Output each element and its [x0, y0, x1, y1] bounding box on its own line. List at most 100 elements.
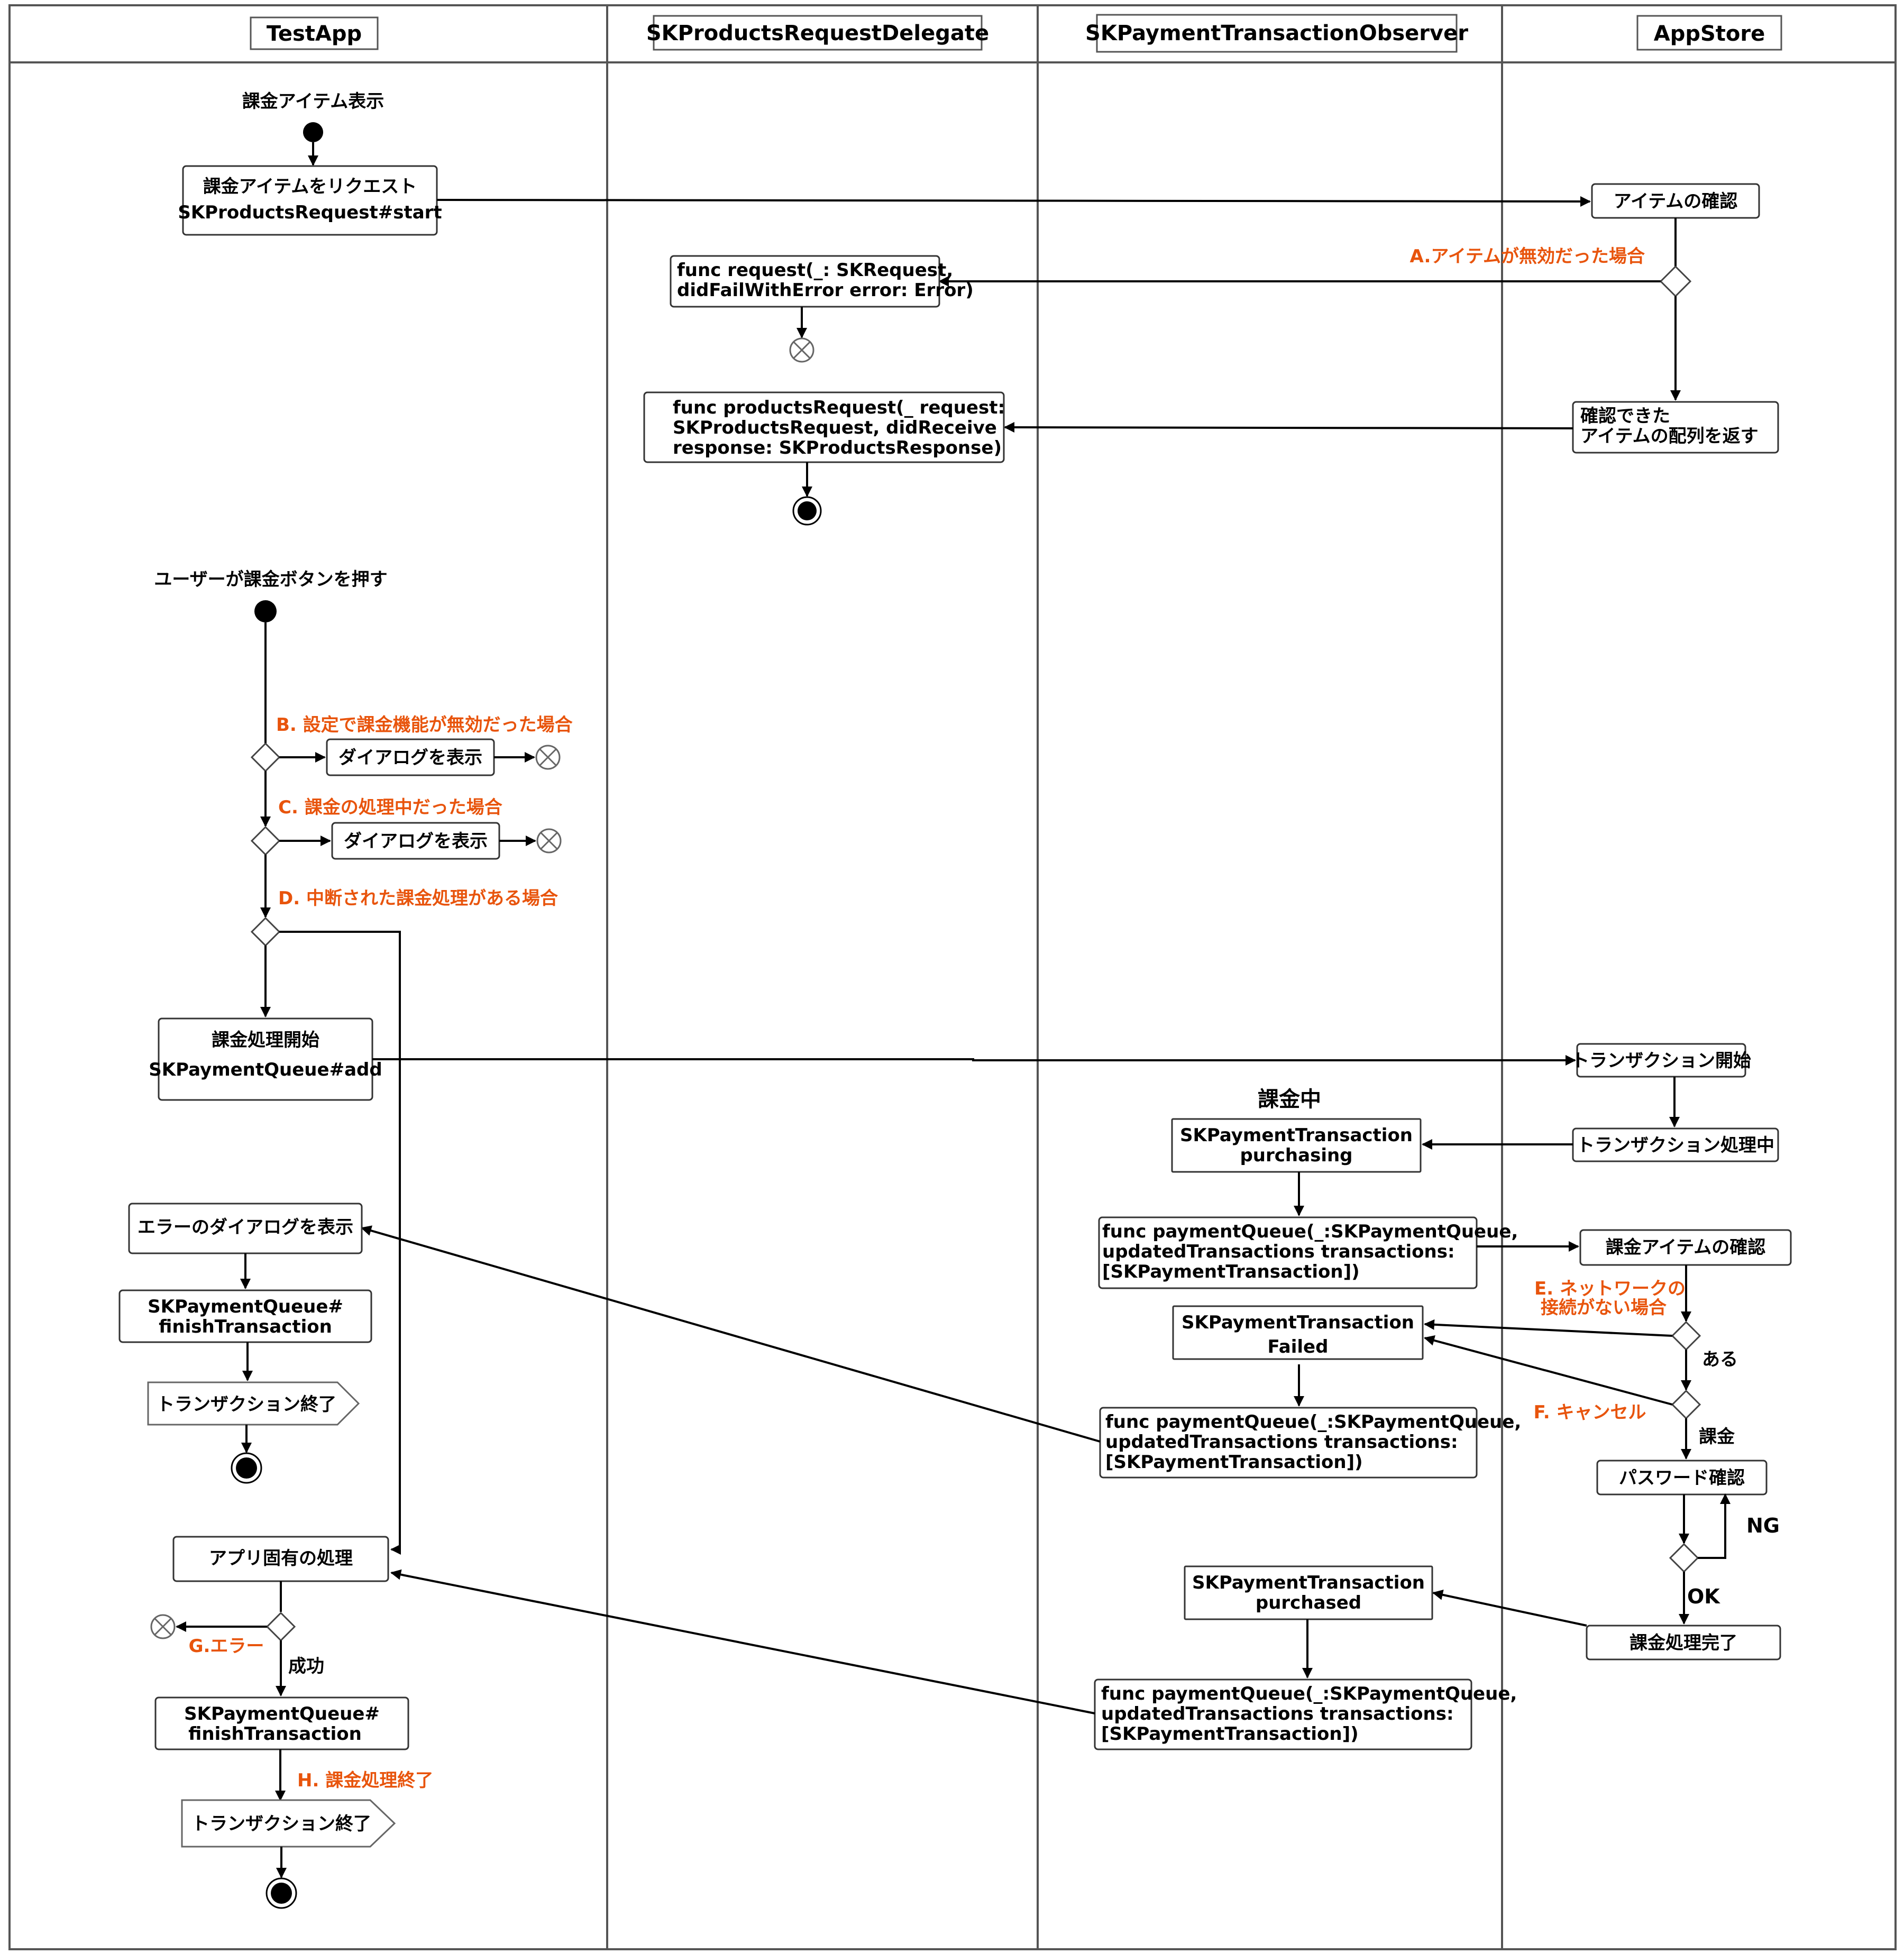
transaction-end-signal-2: トランザクション終了 [181, 1799, 396, 1848]
start1-label: 課金アイテム表示 [242, 91, 385, 112]
transaction-end-2-text: トランザクション終了 [191, 1813, 371, 1834]
finish-2-text-2: finishTransaction [188, 1723, 362, 1745]
products-request-box: func productsRequest(_ request: SKProduc… [643, 391, 1005, 463]
flow-final-node-a [789, 337, 814, 363]
item-check-box: アイテムの確認 [1591, 183, 1760, 219]
lane-header-delegate: SKProductsRequestDelegate [646, 15, 989, 51]
item-check-text: アイテムの確認 [1614, 191, 1738, 212]
request-fail-text-1: func request(_: SKRequest, [677, 260, 953, 281]
payment-start-text-2: SKPaymentQueue#add [149, 1059, 382, 1080]
transaction-start-box: トランザクション開始 [1571, 1043, 1751, 1078]
purchasing-text-1: SKPaymentTransaction [1180, 1125, 1413, 1146]
activity-final-node-3 [266, 1877, 297, 1909]
finish-1-text-1: SKPaymentQueue# [148, 1296, 343, 1317]
password-check-box: パスワード確認 [1596, 1460, 1768, 1496]
request-items-text-2: SKProductsRequest#start [178, 202, 442, 223]
swimlane-frame [8, 4, 1897, 1950]
finish-transaction-box-1: SKPaymentQueue# finishTransaction [118, 1289, 372, 1343]
payment-queue-3-text-2: updatedTransactions transactions: [1101, 1703, 1454, 1724]
request-items-text-1: 課金アイテムをリクエスト [203, 176, 417, 197]
purchasing-box: SKPaymentTransaction purchasing [1171, 1118, 1422, 1173]
dialog-box-1: ダイアログを表示 [326, 738, 495, 776]
flow-final-node-g [150, 1614, 176, 1639]
lane-title-delegate: SKProductsRequestDelegate [646, 21, 989, 45]
payment-complete-text: 課金処理完了 [1630, 1632, 1737, 1654]
failed-text-2: Failed [1268, 1336, 1329, 1357]
purchased-box: SKPaymentTransaction purchased [1184, 1565, 1433, 1620]
request-fail-box: func request(_: SKRequest, didFailWithEr… [670, 255, 974, 308]
payment-queue-box-3: func paymentQueue(_:SKPaymentQueue, upda… [1094, 1678, 1517, 1750]
payment-queue-2-text-3: [SKPaymentTransaction]) [1105, 1452, 1363, 1473]
ok-label: OK [1687, 1585, 1720, 1608]
decision-d [250, 916, 281, 947]
ng-label: NG [1746, 1514, 1780, 1537]
item-check-2-box: 課金アイテムの確認 [1579, 1229, 1792, 1266]
charging-state-label: 課金中 [1258, 1087, 1321, 1112]
payment-start-box: 課金処理開始 SKPaymentQueue#add [149, 1017, 382, 1101]
finish-1-text-2: finishTransaction [159, 1316, 332, 1337]
purchased-text-1: SKPaymentTransaction [1192, 1572, 1425, 1593]
decision-e [1671, 1320, 1701, 1351]
confirmed-items-text-2: アイテムの配列を返す [1580, 426, 1759, 447]
failed-box: SKPaymentTransaction Failed [1172, 1305, 1424, 1360]
decision-c [250, 825, 281, 856]
payment-queue-1-text-3: [SKPaymentTransaction]) [1102, 1261, 1360, 1282]
confirmed-items-box: 確認できた アイテムの配列を返す [1572, 401, 1779, 454]
app-specific-box: アプリ固有の処理 [172, 1536, 389, 1582]
finish-2-text-1: SKPaymentQueue# [184, 1703, 380, 1724]
decision-g [266, 1611, 296, 1642]
confirmed-items-text-1: 確認できた [1580, 406, 1670, 427]
lane-title-appstore: AppStore [1654, 22, 1765, 46]
finish-transaction-box-2: SKPaymentQueue# finishTransaction [154, 1696, 409, 1750]
charge-label: 課金 [1699, 1426, 1735, 1447]
lane-header-observer: SKPaymentTransactionObserver [1085, 14, 1468, 53]
decision-f [1671, 1389, 1701, 1420]
initial-node-1 [303, 122, 323, 142]
payment-queue-3-text-1: func paymentQueue(_:SKPaymentQueue, [1101, 1683, 1517, 1704]
dialog-text-1: ダイアログを表示 [338, 747, 482, 768]
error-dialog-box: エラーのダイアログを表示 [128, 1203, 363, 1254]
flow-final-node-b [535, 745, 561, 770]
payment-queue-2-text-2: updatedTransactions transactions: [1105, 1432, 1458, 1453]
exists-label: ある [1702, 1349, 1738, 1370]
cond-e-label-1: E. ネットワークの [1534, 1278, 1686, 1299]
password-check-text: パスワード確認 [1619, 1467, 1745, 1489]
decision-a [1659, 265, 1692, 298]
failed-text-1: SKPaymentTransaction [1182, 1312, 1414, 1333]
payment-queue-box-2: func paymentQueue(_:SKPaymentQueue, upda… [1099, 1407, 1521, 1479]
lane-title-testapp: TestApp [267, 22, 362, 46]
products-request-text-3: response: SKProductsResponse) [673, 437, 1002, 458]
cond-b-label: B. 設定で課金機能が無効だった場合 [276, 714, 573, 736]
purchasing-text-2: purchasing [1240, 1145, 1352, 1166]
lane-header-appstore: AppStore [1636, 15, 1782, 51]
decision-b [250, 742, 281, 773]
transaction-end-signal-1: トランザクション終了 [147, 1381, 360, 1426]
payment-start-text-1: 課金処理開始 [212, 1030, 319, 1051]
products-request-text-2: SKProductsRequest, didReceive [673, 417, 997, 438]
cond-d-label: D. 中断された課金処理がある場合 [278, 888, 558, 909]
payment-complete-box: 課金処理完了 [1586, 1625, 1781, 1661]
cond-c-label: C. 課金の処理中だった場合 [278, 797, 502, 818]
payment-queue-3-text-3: [SKPaymentTransaction]) [1101, 1723, 1359, 1745]
transaction-processing-text: トランザクション処理中 [1577, 1135, 1774, 1156]
lane-header-testapp: TestApp [250, 16, 379, 50]
flow-final-node-c [536, 828, 562, 854]
transaction-start-text: トランザクション開始 [1571, 1050, 1751, 1071]
cond-h-label: H. 課金処理終了 [297, 1770, 433, 1791]
products-request-text-1: func productsRequest(_ request: [673, 397, 1005, 418]
cond-f-label: F. キャンセル [1534, 1402, 1646, 1423]
cond-a-label: A.アイテムが無効だった場合 [1410, 246, 1645, 267]
activity-final-node-2 [231, 1452, 262, 1484]
dialog-box-2: ダイアログを表示 [331, 822, 500, 860]
success-label: 成功 [288, 1656, 324, 1677]
purchased-text-2: purchased [1256, 1592, 1361, 1613]
cond-e-label-2: 接続がない場合 [1541, 1297, 1667, 1318]
payment-queue-box-1: func paymentQueue(_:SKPaymentQueue, upda… [1098, 1216, 1518, 1289]
request-fail-text-2: didFailWithError error: Error) [677, 280, 974, 301]
decision-password [1669, 1543, 1699, 1573]
payment-queue-2-text-1: func paymentQueue(_:SKPaymentQueue, [1105, 1411, 1521, 1433]
start2-label: ユーザーが課金ボタンを押す [154, 569, 387, 590]
dialog-text-2: ダイアログを表示 [344, 831, 488, 852]
activity-final-node-1 [792, 496, 822, 526]
